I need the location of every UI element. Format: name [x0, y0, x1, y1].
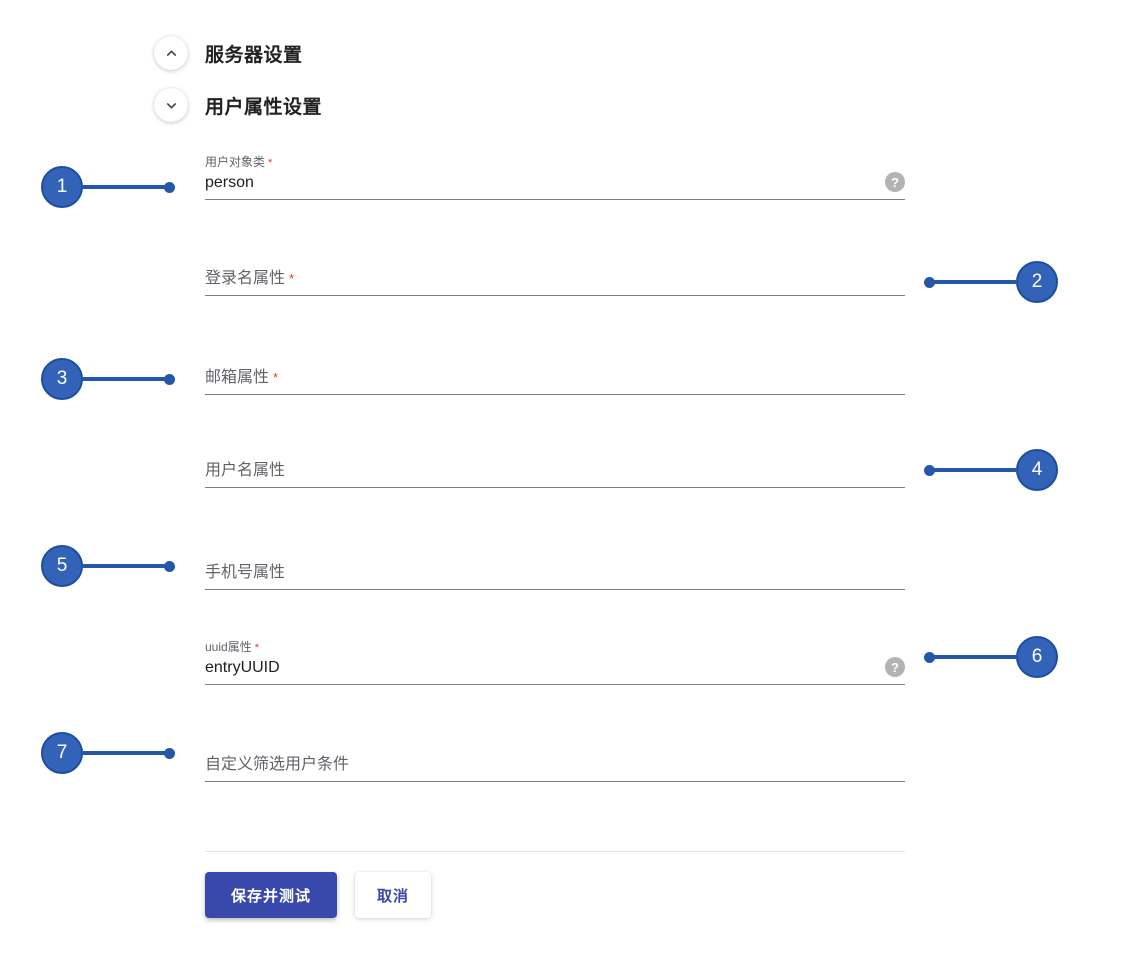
badge-number: 1 — [41, 166, 83, 208]
chevron-down-icon — [164, 98, 179, 113]
annotation-connector-line — [83, 373, 175, 385]
annotation-badge-2: 2 — [924, 261, 1058, 303]
help-icon[interactable]: ? — [885, 172, 905, 192]
required-asterisk: * — [254, 642, 259, 654]
email-attribute-input[interactable]: 邮箱属性* — [205, 367, 905, 394]
annotation-badge-6: 6 — [924, 636, 1058, 678]
input-value: entryUUID — [205, 659, 280, 676]
field-label: uuid属性* — [205, 640, 259, 654]
badge-number: 4 — [1016, 449, 1058, 491]
field-username-attribute: 用户名属性 — [205, 460, 905, 488]
help-icon[interactable]: ? — [885, 657, 905, 677]
field-uuid-attribute: uuid属性* entryUUID ? — [205, 631, 905, 685]
badge-number: 6 — [1016, 636, 1058, 678]
phone-attribute-input[interactable]: 手机号属性 — [205, 562, 905, 589]
input-placeholder: 邮箱属性* — [205, 369, 279, 386]
annotation-connector-line — [83, 560, 175, 572]
badge-number: 5 — [41, 545, 83, 587]
annotation-badge-4: 4 — [924, 449, 1058, 491]
annotation-connector-line — [924, 464, 1016, 476]
input-placeholder: 自定义筛选用户条件 — [205, 756, 350, 773]
required-asterisk: * — [289, 271, 295, 286]
annotation-badge-1: 1 — [41, 166, 175, 208]
annotation-connector-line — [83, 747, 175, 759]
login-name-attribute-input[interactable]: 登录名属性* — [205, 268, 905, 295]
footer-divider — [205, 851, 905, 852]
username-attribute-input[interactable]: 用户名属性 — [205, 460, 905, 487]
badge-number: 3 — [41, 358, 83, 400]
section-title: 服务器设置 — [205, 44, 303, 66]
field-custom-user-filter: 自定义筛选用户条件 — [205, 754, 905, 782]
chevron-up-icon — [164, 46, 179, 61]
section-user-attribute-settings: 用户属性设置 — [154, 88, 322, 122]
field-user-object-class: 用户对象类* person ? — [205, 146, 905, 200]
input-value: person — [205, 174, 254, 191]
required-asterisk: * — [268, 157, 273, 169]
badge-number: 2 — [1016, 261, 1058, 303]
annotation-connector-line — [924, 651, 1016, 663]
field-login-name-attribute: 登录名属性* — [205, 268, 905, 296]
required-asterisk: * — [273, 370, 279, 385]
custom-user-filter-input[interactable]: 自定义筛选用户条件 — [205, 754, 905, 781]
field-label: 用户对象类* — [205, 155, 273, 169]
annotation-badge-3: 3 — [41, 358, 175, 400]
section-server-settings: 服务器设置 — [154, 36, 303, 70]
annotation-connector-line — [83, 181, 175, 193]
save-and-test-button[interactable]: 保存并测试 — [205, 872, 337, 918]
annotation-badge-7: 7 — [41, 732, 175, 774]
cancel-button[interactable]: 取消 — [355, 872, 431, 918]
input-placeholder: 手机号属性 — [205, 564, 286, 581]
user-object-class-input[interactable]: person ? — [205, 172, 905, 199]
input-placeholder: 登录名属性* — [205, 270, 295, 287]
annotation-connector-line — [924, 276, 1016, 288]
section-title: 用户属性设置 — [205, 96, 323, 118]
input-placeholder: 用户名属性 — [205, 462, 286, 479]
annotation-badge-5: 5 — [41, 545, 175, 587]
collapse-user-attributes-button[interactable] — [154, 88, 188, 122]
field-email-attribute: 邮箱属性* — [205, 367, 905, 395]
uuid-attribute-input[interactable]: entryUUID ? — [205, 657, 905, 684]
collapse-server-settings-button[interactable] — [154, 36, 188, 70]
badge-number: 7 — [41, 732, 83, 774]
field-phone-attribute: 手机号属性 — [205, 562, 905, 590]
